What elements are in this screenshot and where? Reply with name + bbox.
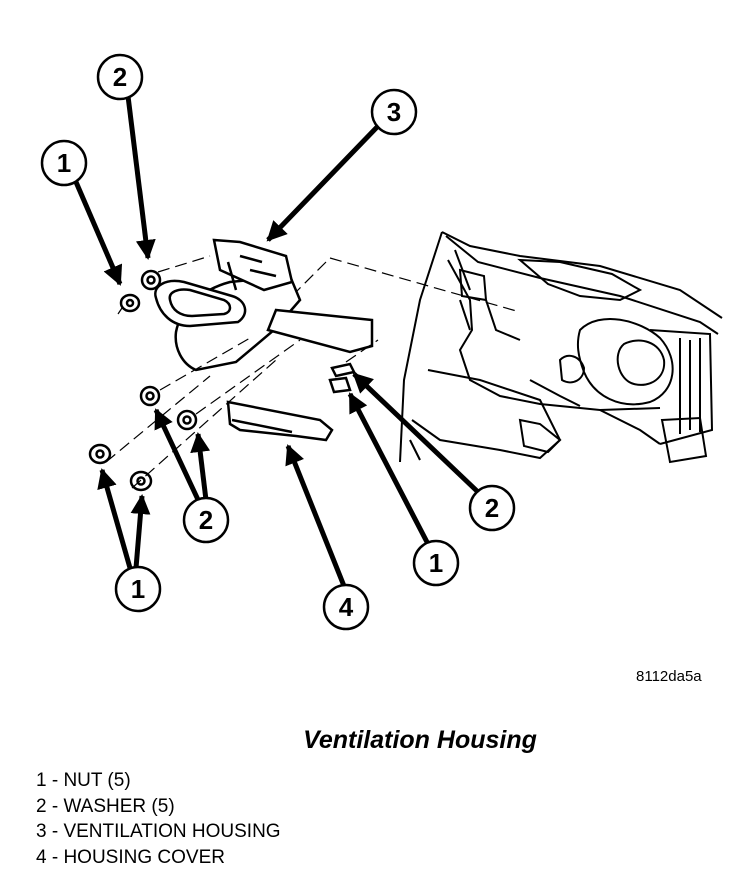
housing-cover-drawing [226, 400, 334, 442]
svg-text:1: 1 [131, 574, 145, 604]
alignment-lines [105, 255, 521, 489]
exploded-view-drawing: 2 1 3 2 2 1 1 4 [40, 53, 723, 631]
legend-item-washer: 2 - WASHER (5) [36, 795, 175, 817]
ventilation-housing-drawing [154, 238, 374, 372]
legend-item-housing: 3 - VENTILATION HOUSING [36, 821, 281, 842]
nut-shape [328, 376, 352, 394]
callout-nut: 2 [96, 53, 144, 101]
washer-shape [330, 362, 356, 378]
callout-washer: 2 [468, 484, 516, 532]
image-code: 8112da5a [636, 668, 702, 685]
engine-compartment-drawing [399, 231, 723, 464]
legend: 1 - NUT (5) 2 - WASHER (5) 3 - VENTILATI… [36, 768, 281, 870]
leader-arrows [73, 95, 480, 587]
callout-nut: 1 [114, 565, 162, 613]
fastener-drawings [88, 269, 356, 492]
callout-cover: 4 [322, 583, 370, 631]
callout-washer: 2 [182, 496, 230, 544]
svg-text:4: 4 [339, 592, 354, 622]
svg-text:2: 2 [485, 493, 499, 523]
svg-text:1: 1 [429, 548, 443, 578]
svg-text:1: 1 [57, 148, 71, 178]
legend-item-nut: 1 - NUT (5) [36, 770, 131, 791]
svg-text:2: 2 [199, 505, 213, 535]
svg-text:3: 3 [387, 97, 401, 127]
legend-item-cover: 4 - HOUSING COVER [36, 846, 225, 868]
callouts: 2 1 3 2 2 1 1 4 [40, 53, 516, 631]
callout-nut: 1 [40, 139, 88, 187]
figure-title: Ventilation Housing [303, 726, 537, 754]
svg-text:2: 2 [113, 62, 127, 92]
callout-housing: 3 [370, 88, 418, 136]
callout-nut: 1 [412, 539, 460, 587]
